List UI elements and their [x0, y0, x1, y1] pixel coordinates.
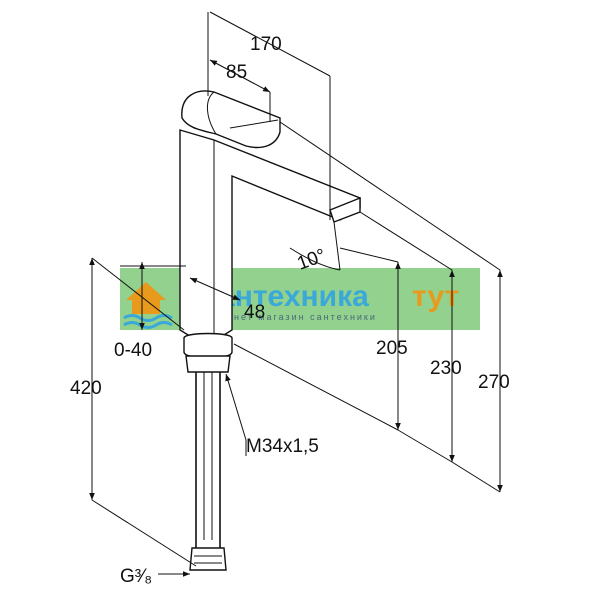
watermark-logo-icon	[123, 282, 173, 329]
watermark: Сантехника тут интернет магазин сантехни…	[120, 268, 480, 330]
watermark-subtitle: интернет магазин сантехники	[200, 312, 377, 322]
dim-170: 170	[250, 34, 282, 55]
dim-85: 85	[226, 62, 247, 83]
dim-48: 48	[244, 302, 265, 323]
dim-420: 420	[70, 378, 102, 399]
dimension-labels: 170 85 10° 48 0-40 420 205 230 270 M34x1…	[70, 34, 510, 587]
faucet-body	[179, 90, 361, 571]
dim-thread: M34x1,5	[246, 436, 319, 457]
dimension-lines	[89, 11, 503, 577]
dim-230: 230	[430, 358, 462, 379]
dim-connection: G³⁄₈	[120, 566, 152, 587]
dim-205: 205	[376, 338, 408, 359]
dim-0-40: 0-40	[114, 340, 152, 361]
dim-270: 270	[478, 372, 510, 393]
